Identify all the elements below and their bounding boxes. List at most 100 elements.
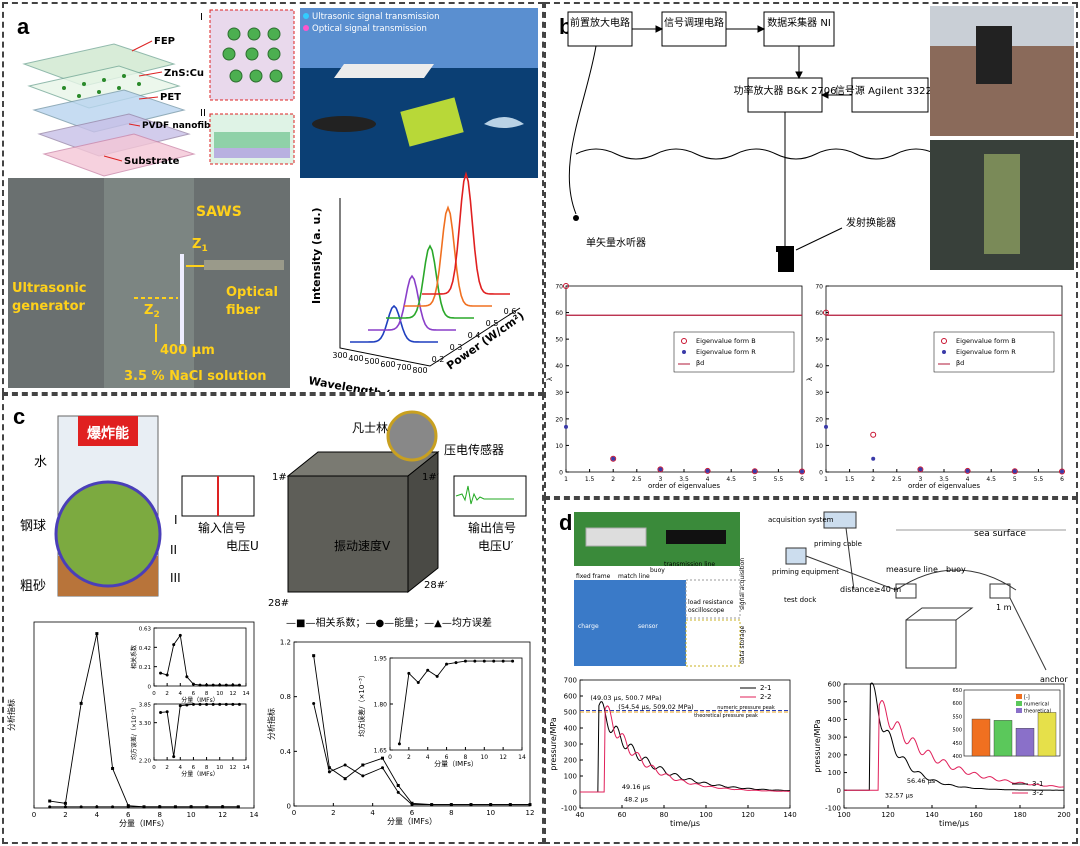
x-tick-label: 140 xyxy=(925,811,938,819)
c-right-inset-series-point xyxy=(407,671,411,675)
x-axis-label: time/μs xyxy=(939,819,969,828)
x-tick-label: 120 xyxy=(881,811,894,819)
box-preamp: 前置放大电路 xyxy=(570,16,630,29)
x-tick-label: 160 xyxy=(969,811,982,819)
c-left-series-b-point xyxy=(221,805,225,809)
c-right-series-b xyxy=(313,703,530,806)
explosion-label: 爆炸能 xyxy=(87,425,129,442)
c-inset1-series-point xyxy=(231,683,235,687)
x-tick-label: 0 xyxy=(152,691,156,697)
c-right-series-a-point xyxy=(396,784,400,787)
wavelength-tick: 600 xyxy=(380,360,395,369)
x-tick-label: 1 xyxy=(564,476,568,483)
x-tick-label: 80 xyxy=(660,811,669,819)
series-3-1 xyxy=(844,682,1065,791)
diag-dock: test dock xyxy=(784,596,817,604)
c-inset1-series-point xyxy=(237,683,241,687)
photo-distance: 400 μm xyxy=(160,343,215,358)
c-left-series-a-point xyxy=(63,801,67,805)
vaseline-label: 凡士林 xyxy=(352,421,388,435)
y-tick-label: 400 xyxy=(828,716,841,724)
c-left-series-b-point xyxy=(189,805,193,809)
x-tick-label: 4 xyxy=(370,809,375,817)
y-tick-label: 700 xyxy=(564,677,577,685)
x-tick-label: 4 xyxy=(95,811,100,819)
wavelength-tick: 400 xyxy=(348,354,363,363)
c-right-inset-series-point xyxy=(501,659,505,663)
photo-solution: 3.5 % NaCl solution xyxy=(124,369,267,384)
power-tick: 0.6 xyxy=(504,307,517,316)
x-tick-label: 12 xyxy=(218,811,227,819)
c-inset2-series-point xyxy=(231,702,235,706)
y-tick-label: 60 xyxy=(815,310,823,317)
box-cond: 信号调理电路 xyxy=(664,16,724,29)
diag-anchor: anchor xyxy=(1040,675,1068,684)
x-tick-label: 14 xyxy=(250,811,259,819)
spectrum-line xyxy=(404,205,492,307)
c-right-inset-series-point xyxy=(416,681,420,685)
y-tick-label: 500 xyxy=(828,698,841,706)
x-tick-label: 10 xyxy=(216,765,223,771)
x-tick-label: 8 xyxy=(157,811,161,819)
eigen-r-point xyxy=(611,456,616,461)
y-tick-label: 1.95 xyxy=(374,656,388,663)
y-tick-label: 50 xyxy=(555,337,563,344)
x-tick-label: 2 xyxy=(611,476,615,483)
x-tick-label: 12 xyxy=(526,809,535,817)
mark-1: 1# xyxy=(272,472,287,483)
setup-fixed: fixed frame xyxy=(576,573,611,580)
panel-c-frame xyxy=(2,394,544,844)
annotation: 32.57 μs xyxy=(885,791,914,799)
x-tick-label: 12 xyxy=(499,754,507,761)
panel-c-art: 爆炸能 水 钢球 粗砂 I II III 凡士林 压电传感器 输入信号 输出信号… xyxy=(6,410,535,828)
y-tick-label: 10 xyxy=(555,443,563,450)
inset-legend-entry: theoretical xyxy=(1024,709,1051,715)
diag-measure: measure line xyxy=(886,565,938,574)
c-inset2-series-point xyxy=(211,702,215,706)
x-tick-label: 100 xyxy=(837,811,850,819)
y-tick-label: -100 xyxy=(825,805,841,813)
x-tick-label: 2 xyxy=(407,754,411,761)
x-tick-label: 8 xyxy=(205,765,209,771)
panel-b-art: 前置放大电路 信号调理电路 数据采集器 NI 功率放大器 B&K 2706 信号… xyxy=(546,6,1074,490)
x-tick-label: 3 xyxy=(658,476,662,483)
y-tick-label: 0 xyxy=(559,470,563,477)
annotation: (49.03 μs, 500.7 MPa) xyxy=(590,694,661,702)
x-tick-label: 3 xyxy=(918,476,922,483)
y-axis-label: pressure/MPa xyxy=(549,717,558,771)
c-inset2-series-point xyxy=(178,704,182,708)
y-tick-label: 0 xyxy=(819,470,823,477)
annotation: 49.16 μs xyxy=(622,783,651,791)
x-tick-label: 4 xyxy=(426,754,430,761)
inset-legend-swatch xyxy=(1016,708,1022,713)
c-right-series-a-point xyxy=(327,766,331,770)
layer-label-fep: FEP xyxy=(154,36,175,47)
water-label: 水 xyxy=(34,455,47,470)
y-tick-label: 1.80 xyxy=(374,702,388,709)
x-tick-label: 2 xyxy=(165,765,169,771)
c-inset1-series-point xyxy=(165,673,169,677)
c-inset1-series-point xyxy=(205,683,209,687)
legend-marker-b xyxy=(681,338,687,344)
transducer-label: 发射换能器 xyxy=(846,216,896,229)
y-tick-label: 200 xyxy=(828,751,841,759)
c-right-inset-series-point xyxy=(454,661,458,665)
c-inset2-series-point xyxy=(198,702,202,706)
x-tick-label: 5.5 xyxy=(774,476,784,483)
y-tick-label: 0 xyxy=(573,789,577,797)
y-tick-label: 70 xyxy=(555,284,563,291)
c-right-series-b-point xyxy=(361,774,365,778)
c-left-series-a-point xyxy=(111,766,115,770)
diag-buoy: buoy xyxy=(946,565,966,574)
photo-fiber-2: fiber xyxy=(226,303,261,318)
wavelength-tick: 800 xyxy=(412,366,427,375)
x-tick-label: 1.5 xyxy=(585,476,595,483)
layer-label-pvdf: PVDF nanofibers xyxy=(142,121,226,131)
x-tick-label: 12 xyxy=(229,691,236,697)
ball-label: 钢球 xyxy=(20,519,46,534)
c-right-series-b-point xyxy=(381,766,384,770)
x-tick-label: 10 xyxy=(486,809,495,817)
y-tick-label: 0 xyxy=(287,803,291,811)
eigen-r-point xyxy=(800,469,804,474)
y-tick-label: 0.63 xyxy=(139,627,152,633)
